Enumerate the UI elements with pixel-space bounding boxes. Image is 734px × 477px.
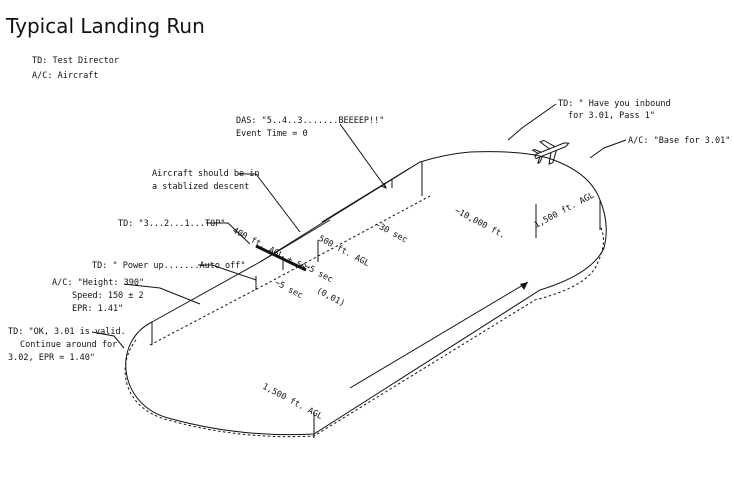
legend-ac: A/C: Aircraft xyxy=(32,71,99,81)
label-30sec: ~30 sec xyxy=(373,220,409,246)
leader-stabilized xyxy=(238,173,301,233)
leader-das-head xyxy=(380,182,387,189)
svg-text:a stablized descent: a stablized descent xyxy=(152,182,249,192)
leader-base xyxy=(589,139,627,159)
svg-text:TD: " Power up.......Auto off": TD: " Power up.......Auto off" xyxy=(92,261,246,271)
label-500ft: 500 ft. AGL xyxy=(317,234,371,269)
callout-height: A/C: "Height: 390" Speed: 150 ± 2 EPR: 1… xyxy=(52,278,144,314)
svg-text:A/C: "Base for 3.01": A/C: "Base for 3.01" xyxy=(628,136,730,146)
label-point: (0,01) xyxy=(315,286,347,309)
svg-text:3.02, EPR = 1.40": 3.02, EPR = 1.40" xyxy=(8,353,95,363)
legend-td: TD: Test Director xyxy=(32,56,119,66)
svg-text:Continue around for: Continue around for xyxy=(20,340,117,350)
label-1500ft-bottom: 1,500 ft. AGL xyxy=(261,382,324,422)
svg-text:A/C: "Height: 390": A/C: "Height: 390" xyxy=(52,278,144,288)
svg-text:DAS: "5..4..3.......BEEEEP!!": DAS: "5..4..3.......BEEEEP!!" xyxy=(236,116,384,126)
downwind-arrowhead xyxy=(520,282,528,290)
svg-text:Event Time = 0: Event Time = 0 xyxy=(236,129,308,139)
aircraft-icon xyxy=(531,139,570,165)
page-title: Typical Landing Run xyxy=(5,14,205,38)
callout-stabilized: Aircraft should be in a stablized descen… xyxy=(152,169,259,192)
flight-path-outer xyxy=(125,151,607,436)
callout-continue: TD: "OK, 3.01 is valid. Continue around … xyxy=(8,327,126,363)
label-10000ft: ~10,000 ft. xyxy=(453,206,507,241)
callout-inbound: TD: " Have you inbound for 3.01, Pass 1" xyxy=(558,99,671,121)
callout-base: A/C: "Base for 3.01" xyxy=(628,136,730,146)
downwind-arrow xyxy=(349,281,529,389)
label-5sec-b: ~5 sec xyxy=(273,278,305,301)
svg-text:for 3.01, Pass 1": for 3.01, Pass 1" xyxy=(568,111,655,121)
ground-track-inner xyxy=(149,195,431,346)
svg-text:Speed: 150 ± 2: Speed: 150 ± 2 xyxy=(72,291,144,301)
callout-power: TD: " Power up.......Auto off" xyxy=(92,261,246,271)
leader-inbound xyxy=(507,103,557,141)
svg-text:EPR: 1.41": EPR: 1.41" xyxy=(72,304,123,314)
svg-text:TD: "OK, 3.01 is valid.: TD: "OK, 3.01 is valid. xyxy=(8,327,126,337)
leader-power xyxy=(198,264,257,281)
svg-text:TD: "3...2...1...TOP": TD: "3...2...1...TOP" xyxy=(118,219,225,229)
callout-das: DAS: "5..4..3.......BEEEEP!!" Event Time… xyxy=(236,116,384,139)
leader-countdown xyxy=(206,222,251,245)
dimension-30sec xyxy=(321,167,411,223)
svg-text:Aircraft should be in: Aircraft should be in xyxy=(152,169,259,179)
svg-text:TD: " Have you inbound: TD: " Have you inbound xyxy=(558,99,671,109)
label-1500ft-right: 1,500 ft. AGL xyxy=(533,191,596,231)
leader-continue xyxy=(91,331,125,349)
leader-height xyxy=(123,283,201,305)
callout-countdown: TD: "3...2...1...TOP" xyxy=(118,219,225,229)
leader-das xyxy=(339,123,387,189)
altitude-window-marker xyxy=(255,244,307,272)
